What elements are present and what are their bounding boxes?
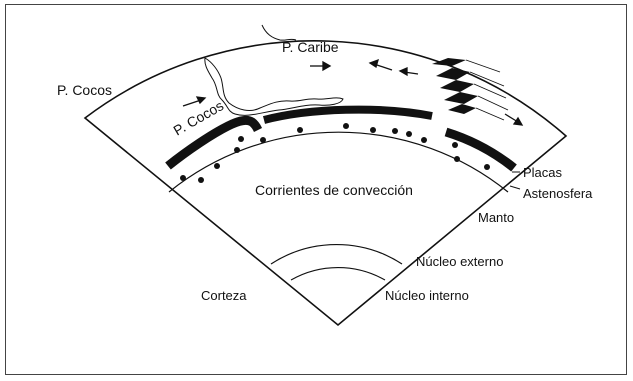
plate-motion-arrows: [182, 58, 524, 126]
eastern-plate-segment: [444, 127, 517, 172]
ridge-fractures: [432, 58, 478, 114]
arrow-ridge-b: [504, 113, 524, 126]
ridge-lines: [465, 59, 509, 121]
arrow-ridge-a: [398, 67, 419, 77]
arrow-caribe-east: [310, 60, 332, 72]
outer-core-arc: [270, 243, 403, 265]
inner-core-arc: [290, 267, 386, 281]
cocos-subducting-plate: [165, 115, 263, 170]
asthenosphere-dots: [180, 123, 490, 183]
label-placas: Placas: [523, 165, 563, 180]
label-caribe: P. Caribe: [282, 39, 339, 55]
earth-sector-outline: [83, 40, 568, 327]
label-manto: Manto: [478, 210, 514, 225]
label-corteza: Corteza: [201, 288, 247, 303]
label-convection: Corrientes de convección: [255, 182, 413, 198]
leader-lines: [509, 171, 521, 190]
central-plate-segment: [262, 105, 433, 124]
label-nucleo-externo: Núcleo externo: [416, 254, 503, 269]
label-cocos-outer: P. Cocos: [57, 82, 112, 98]
label-astenosfera: Astenosfera: [523, 186, 593, 201]
arrow-caribe-west: [368, 58, 393, 71]
caribe-landmass: [204, 57, 344, 116]
caribe-coast: [261, 24, 297, 41]
arrow-cocos-east: [182, 96, 207, 107]
asthenosphere-boundary: [168, 131, 509, 193]
label-nucleo-interno: Núcleo interno: [385, 288, 469, 303]
